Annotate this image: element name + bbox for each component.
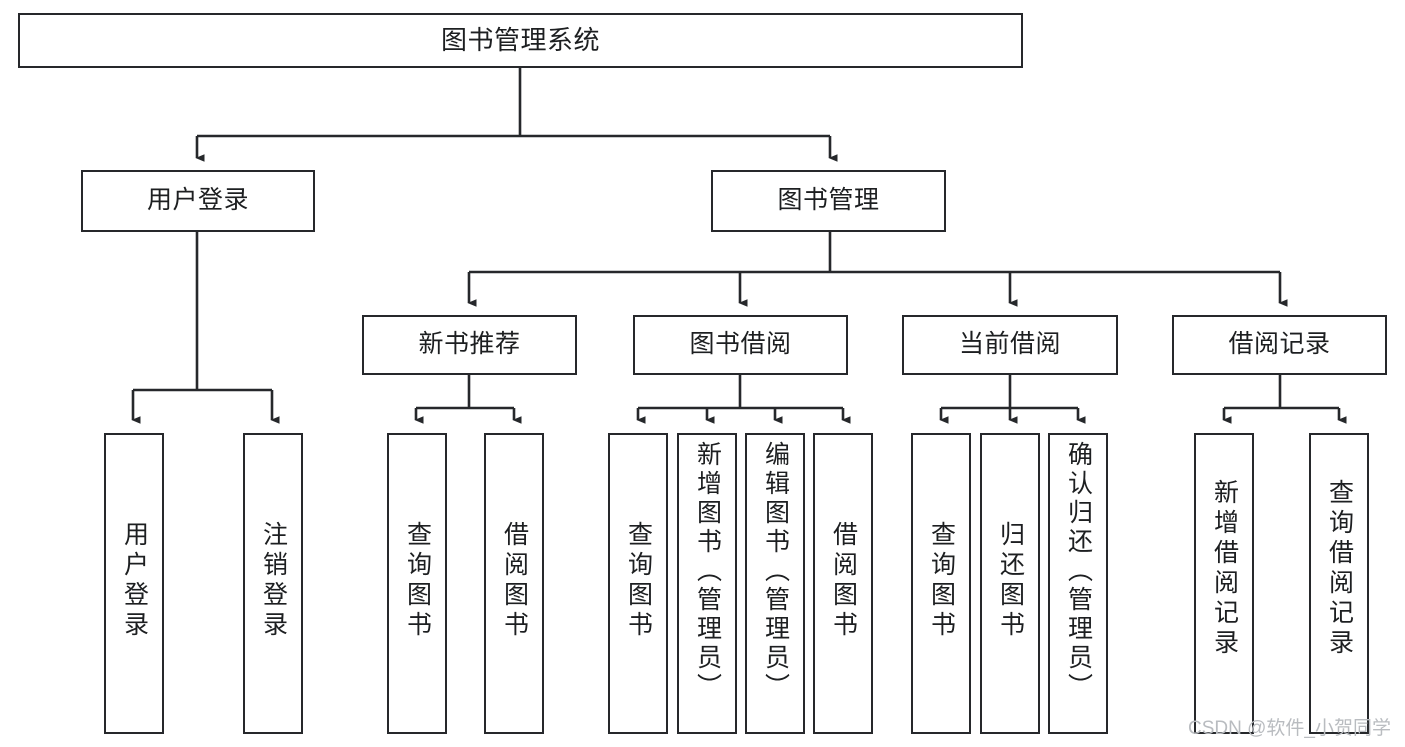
node-leaf-user-login[interactable]: 用户登录 <box>104 433 164 734</box>
node-user-login-label: 用户登录 <box>146 186 249 215</box>
node-leaf-add-book-admin-label: 新增图书（管理员） <box>693 441 722 702</box>
node-leaf-add-borrow-record[interactable]: 新增借阅记录 <box>1194 433 1254 734</box>
node-leaf-confirm-return-admin-label: 确认归还（管理员） <box>1064 441 1093 702</box>
node-leaf-return-book[interactable]: 归还图书 <box>980 433 1040 734</box>
node-current-borrow[interactable]: 当前借阅 <box>902 315 1118 375</box>
node-leaf-logout[interactable]: 注销登录 <box>243 433 303 734</box>
node-leaf-query-book-recommend-label: 查询图书 <box>403 521 432 641</box>
node-leaf-query-book-borrow[interactable]: 查询图书 <box>608 433 668 734</box>
node-leaf-edit-book-admin[interactable]: 编辑图书（管理员） <box>745 433 805 734</box>
node-book-management[interactable]: 图书管理 <box>711 170 946 232</box>
node-user-login[interactable]: 用户登录 <box>81 170 315 232</box>
node-leaf-add-borrow-record-label: 新增借阅记录 <box>1210 479 1239 659</box>
node-new-book-recommend[interactable]: 新书推荐 <box>362 315 577 375</box>
node-leaf-query-book-current[interactable]: 查询图书 <box>911 433 971 734</box>
node-leaf-query-book-borrow-label: 查询图书 <box>624 521 653 641</box>
node-leaf-confirm-return-admin[interactable]: 确认归还（管理员） <box>1048 433 1108 734</box>
node-current-borrow-label: 当前借阅 <box>958 330 1061 359</box>
node-leaf-query-borrow-record[interactable]: 查询借阅记录 <box>1309 433 1369 734</box>
node-leaf-logout-label: 注销登录 <box>259 521 288 641</box>
node-root-label: 图书管理系统 <box>440 25 600 56</box>
node-leaf-return-book-label: 归还图书 <box>996 521 1025 641</box>
node-root-book-management-system[interactable]: 图书管理系统 <box>18 13 1023 68</box>
node-borrow-record[interactable]: 借阅记录 <box>1172 315 1387 375</box>
node-leaf-query-book-current-label: 查询图书 <box>927 521 956 641</box>
node-book-management-label: 图书管理 <box>777 186 880 215</box>
node-leaf-user-login-label: 用户登录 <box>120 521 149 641</box>
node-leaf-borrow-book[interactable]: 借阅图书 <box>813 433 873 734</box>
node-leaf-borrow-book-recommend-label: 借阅图书 <box>500 521 529 641</box>
node-new-book-recommend-label: 新书推荐 <box>418 330 521 359</box>
node-leaf-borrow-book-recommend[interactable]: 借阅图书 <box>484 433 544 734</box>
node-book-borrow[interactable]: 图书借阅 <box>633 315 848 375</box>
node-leaf-query-book-recommend[interactable]: 查询图书 <box>387 433 447 734</box>
node-leaf-edit-book-admin-label: 编辑图书（管理员） <box>761 441 790 702</box>
watermark-text: CSDN @软件_小贺同学 <box>1188 718 1391 739</box>
node-book-borrow-label: 图书借阅 <box>689 330 792 359</box>
node-leaf-add-book-admin[interactable]: 新增图书（管理员） <box>677 433 737 734</box>
node-leaf-borrow-book-label: 借阅图书 <box>829 521 858 641</box>
node-leaf-query-borrow-record-label: 查询借阅记录 <box>1325 479 1354 659</box>
node-borrow-record-label: 借阅记录 <box>1228 330 1331 359</box>
